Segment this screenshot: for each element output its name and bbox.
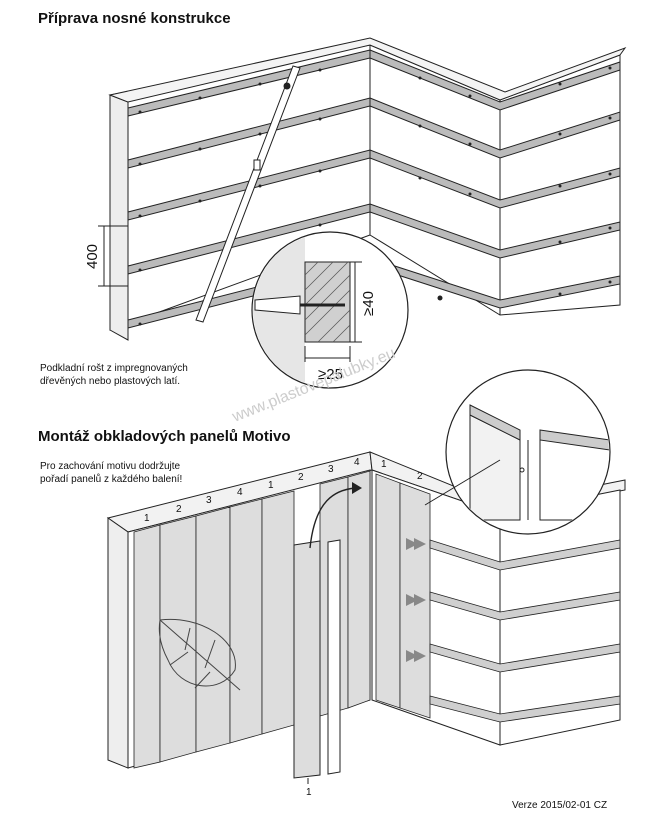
panel-number: 1	[268, 480, 274, 491]
panel-number: 1	[381, 459, 387, 470]
section2-title: Montáž obkladových panelů Motivo	[38, 428, 291, 445]
panel-number: 3	[206, 495, 212, 506]
panel-number: 2	[176, 504, 182, 515]
dimension-batten-depth: ≥40	[359, 291, 377, 316]
panel-number: 2	[298, 472, 304, 483]
loose-panel-number: 1	[306, 787, 312, 798]
panel-number: 3	[328, 464, 334, 475]
dimension-batten-spacing: 400	[84, 243, 102, 270]
panel-number: 2	[417, 471, 423, 482]
section1-note-line2: dřevěných nebo plastových latí.	[40, 376, 181, 387]
panel-number: 4	[237, 487, 243, 498]
panel-number: 4	[354, 457, 360, 468]
section2-note-line2: pořadí panelů z každého balení!	[40, 474, 183, 485]
section1-note: Podkladní rošt z impregnovaných dřevěnýc…	[40, 362, 188, 388]
section1-note-line1: Podkladní rošt z impregnovaných	[40, 363, 188, 374]
dimension-batten-width: ≥25	[318, 366, 343, 383]
section2-note-line1: Pro zachování motivu dodržujte	[40, 461, 181, 472]
version-footer: Verze 2015/02-01 CZ	[512, 800, 608, 811]
section1-title: Příprava nosné konstrukce	[38, 10, 231, 27]
section2-note: Pro zachování motivu dodržujte pořadí pa…	[40, 460, 182, 486]
panel-number: 1	[144, 513, 150, 524]
